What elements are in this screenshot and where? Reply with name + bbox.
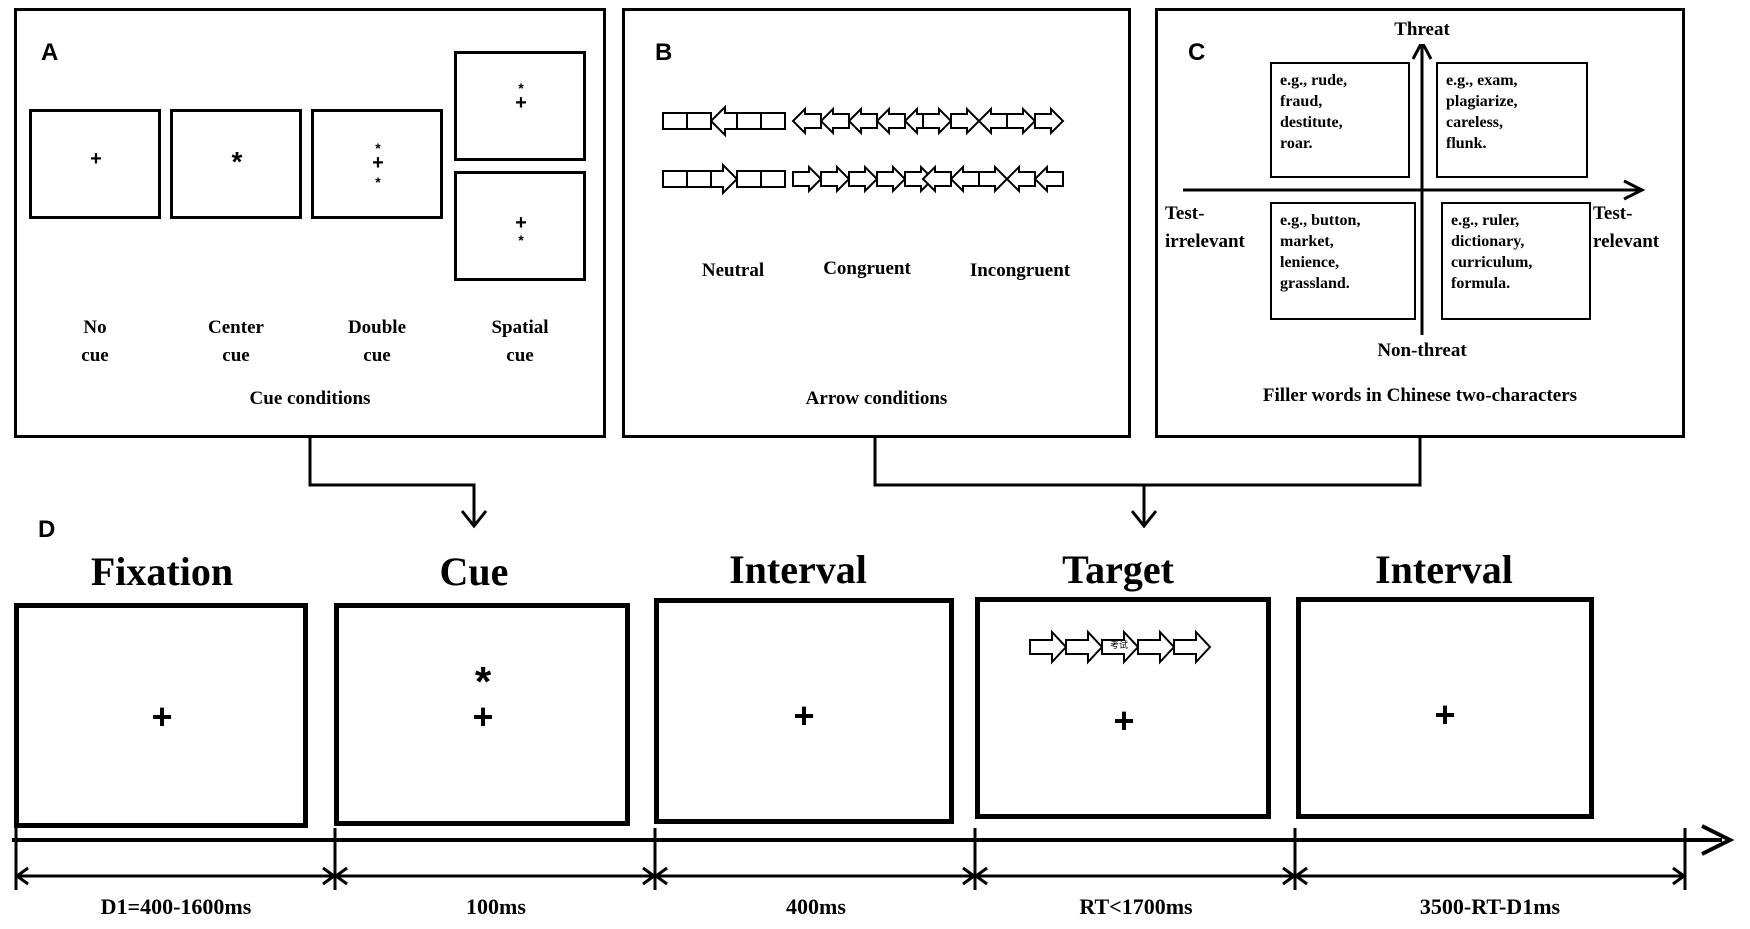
duration-brackets <box>14 866 1687 886</box>
center-cue-screen: * <box>170 109 302 219</box>
label-congruent: Congruent <box>823 258 911 279</box>
stage-title-fixation: Fixation <box>90 549 234 594</box>
axis-test-irrelevant: Test-irrelevant <box>1165 203 1245 252</box>
fixation-cross: + <box>515 212 527 234</box>
duration-target: RT<1700ms <box>1079 894 1193 919</box>
quadrant-nonthreat-irrelevant: e.g., button,market, lenience,grassland. <box>1270 202 1416 320</box>
neutral-left-target <box>662 104 786 138</box>
connector-bc-bracket <box>873 437 1422 487</box>
connector-a-arrowhead <box>460 510 488 529</box>
lower-star: * <box>518 232 524 248</box>
congruent-left <box>791 106 934 136</box>
panel-c: C <box>1155 8 1685 438</box>
panel-b-caption: Arrow conditions <box>805 388 948 409</box>
panel-a-caption: Cue conditions <box>249 388 371 409</box>
target-flanker-arrows <box>1029 629 1212 665</box>
quadrant-threat-irrelevant: e.g., rude,fraud, destitute,roar. <box>1270 62 1410 178</box>
cue-star: * <box>474 658 492 705</box>
c-axis-arrowhead <box>1623 179 1646 201</box>
panel-b: B <box>622 8 1131 438</box>
connector-a-to-cue <box>308 437 476 523</box>
fixation-cross: + <box>151 696 173 737</box>
panel-b-letter: B <box>655 39 673 66</box>
upper-star: * <box>518 80 524 96</box>
connector-bc-arrowhead <box>1130 510 1158 529</box>
quadrant-nonthreat-relevant: e.g., ruler,dictionary, curriculum,formu… <box>1441 202 1591 320</box>
panel-c-caption: Filler words in Chinese two-characters <box>1262 385 1578 406</box>
stage-title-target: Target <box>1062 547 1174 592</box>
target-word: 考试 <box>1109 641 1128 651</box>
lower-star: * <box>375 174 381 190</box>
spatial-cue-upper-screen: * + <box>454 51 586 161</box>
fixation-cross: + <box>372 152 384 174</box>
screen-interval-1: + <box>654 598 954 824</box>
neutral-right-target <box>662 162 786 196</box>
panel-d-letter: D <box>38 516 56 543</box>
screen-cue: * + <box>334 603 630 826</box>
timeline-arrowhead <box>1701 824 1735 856</box>
fixation-cross: + <box>515 92 527 114</box>
no-cue-screen: + <box>29 109 161 219</box>
duration-interval-1: 400ms <box>786 894 846 919</box>
duration-interval-2: 3500-RT-D1ms <box>1419 894 1561 919</box>
congruent-right <box>792 164 935 194</box>
axis-test-relevant: Test-relevant <box>1593 203 1660 252</box>
screen-fixation: + <box>14 603 308 828</box>
stage-title-interval-1: Interval <box>729 547 867 592</box>
fixation-cross: + <box>90 148 102 170</box>
spatial-cue-lower-screen: + * <box>454 171 586 281</box>
screen-interval-2: + <box>1296 597 1594 819</box>
center-star: * <box>231 146 243 177</box>
stage-title-interval-2: Interval <box>1375 547 1513 592</box>
axis-non-threat: Non-threat <box>1352 337 1492 365</box>
incongruent-left-target <box>922 106 1065 136</box>
double-cue-screen: * + * <box>311 109 443 219</box>
fixation-cross: + <box>472 696 494 737</box>
upper-star: * <box>375 140 381 156</box>
panel-a-letter: A <box>41 39 59 66</box>
axis-threat: Threat <box>1372 16 1472 44</box>
fixation-cross: + <box>1434 694 1456 735</box>
panel-c-letter: C <box>1188 39 1206 66</box>
fixation-cross: + <box>1113 700 1135 741</box>
stage-title-cue: Cue <box>439 549 509 594</box>
fixation-cross: + <box>793 695 815 736</box>
duration-fixation: D1=400-1600ms <box>100 894 252 919</box>
label-incongruent: Incongruent <box>969 260 1071 281</box>
arrow-flanker-rows <box>662 104 1065 196</box>
label-neutral: Neutral <box>701 260 765 281</box>
screen-target: 考试 + <box>975 597 1271 819</box>
quadrant-threat-relevant: e.g., exam,plagiarize, careless,flunk. <box>1436 62 1588 178</box>
duration-cue: 100ms <box>466 894 526 919</box>
incongruent-right-target <box>921 164 1064 194</box>
